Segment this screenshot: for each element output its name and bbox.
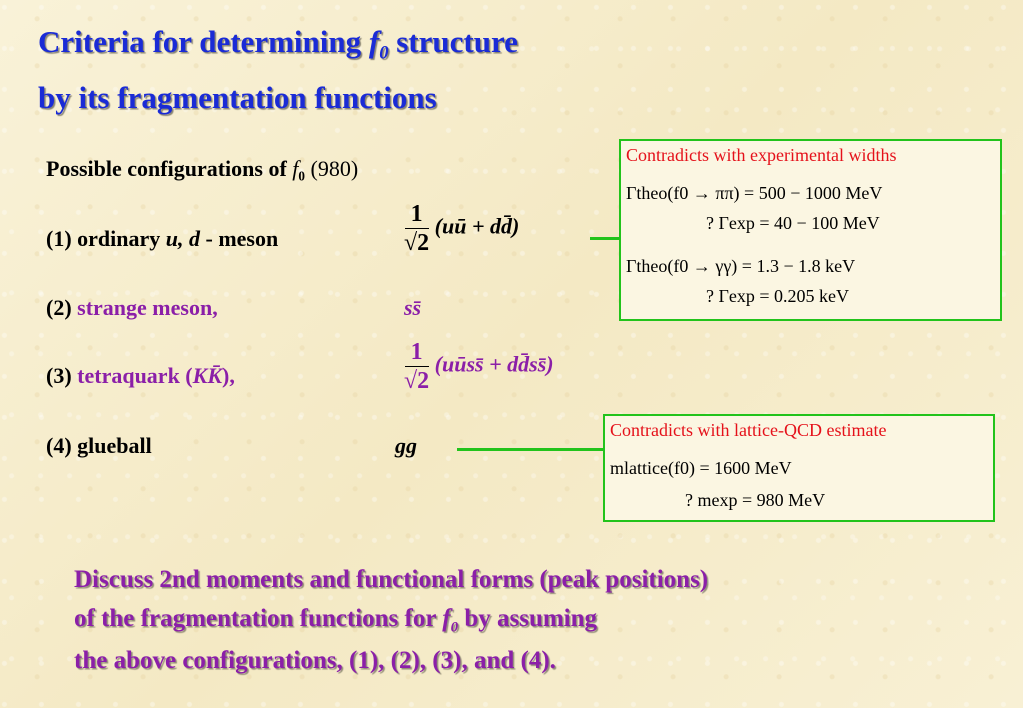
configs-heading: Possible configurations of f0 (980): [46, 156, 359, 184]
title-suffix: structure: [396, 24, 518, 59]
lattice-qcd-box: Contradicts with lattice-QCD estimate ml…: [603, 414, 995, 522]
box1-row-3: Γtheo(f0 → γγ) = 1.3 − 1.8 keV: [626, 256, 856, 276]
config-item-4-formula: gg: [395, 433, 417, 459]
bottom-line-2-suffix: by assuming: [464, 605, 598, 632]
configs-heading-mass: (980): [310, 156, 359, 181]
config-item-2-name: strange meson,: [77, 295, 218, 320]
connector-line-1: [590, 237, 620, 240]
config-item-3: (3) tetraquark (KK̄),: [46, 363, 235, 389]
config-item-2-formula-text: ss̄: [404, 295, 422, 320]
box2-row-2: ? mexp = 980 MeV: [685, 490, 826, 510]
configs-heading-sub: 0: [298, 168, 306, 184]
config-item-3-name-text: tetraquark (: [77, 363, 193, 388]
config-item-1-formula-group: 1 √2 (uū + dd̄): [404, 200, 519, 257]
fraction-numerator: 1: [404, 200, 429, 229]
title-symbol: f: [368, 24, 380, 59]
connector-line-2: [457, 448, 603, 451]
box2-row-1: mlattice(f0) = 1600 MeV: [610, 458, 792, 478]
config-item-4: (4) glueball: [46, 433, 152, 458]
bottom-line-2-symbol: f: [442, 605, 451, 632]
config-item-1-label: (1) ordinary: [46, 226, 161, 251]
fraction-numerator-2: 1: [404, 338, 429, 367]
configs-heading-text: Possible configurations of: [46, 156, 287, 181]
config-item-2-label: (2): [46, 295, 72, 320]
fraction-denominator-2: √2: [404, 368, 430, 394]
box1-row-2: ? Γexp = 40 − 100 MeV: [706, 213, 880, 233]
title-line-2: by its fragmentation functions: [38, 80, 437, 115]
experimental-widths-box: Contradicts with experimental widths Γth…: [619, 139, 1002, 321]
title-subscript: 0: [379, 42, 389, 64]
config-item-1-suffix: - meson: [205, 226, 279, 251]
bottom-line-1: Discuss 2nd moments and functional forms…: [74, 566, 709, 593]
config-item-2-formula: ss̄: [404, 295, 421, 321]
config-item-4-formula-text: gg: [395, 433, 417, 458]
title-prefix: Criteria for determining: [38, 24, 362, 59]
box2-header: Contradicts with lattice-QCD estimate: [610, 420, 887, 440]
bottom-line-2-sub: 0: [450, 619, 459, 636]
config-item-3-close: ),: [222, 363, 235, 388]
box1-header: Contradicts with experimental widths: [626, 145, 897, 165]
box1-row-1: Γtheo(f0 → ππ) = 500 − 1000 MeV: [626, 183, 883, 203]
config-item-3-formula: (uūss̄ + dd̄ss̄): [434, 351, 554, 377]
config-item-3-formula-group: 1 √2 (uūss̄ + dd̄ss̄): [404, 338, 554, 395]
fraction-one-over-root-two-2: 1 √2: [404, 338, 429, 395]
config-item-3-name: tetraquark (KK̄),: [77, 363, 235, 388]
bottom-line-3: the above configurations, (1), (2), (3),…: [74, 647, 556, 674]
bottom-line-2: of the fragmentation functions for f0 by…: [74, 605, 598, 636]
config-item-1: (1) ordinary u, d - meson: [46, 226, 278, 252]
fraction-one-over-root-two: 1 √2: [404, 200, 429, 257]
config-item-1-formula: (uū + dd̄): [434, 213, 520, 239]
config-item-2: (2) strange meson,: [46, 295, 218, 321]
config-item-1-quarks: u, d: [165, 226, 201, 251]
bottom-line-2-prefix: of the fragmentation functions for: [74, 605, 436, 632]
config-item-3-kk: KK̄: [192, 363, 222, 388]
fraction-denominator: √2: [404, 230, 430, 256]
configs-heading-symbol: f: [292, 156, 299, 181]
box1-row-4: ? Γexp = 0.205 keV: [706, 286, 850, 306]
title-line-1: Criteria for determining f0 structure: [38, 24, 518, 62]
config-item-3-label: (3): [46, 363, 72, 388]
